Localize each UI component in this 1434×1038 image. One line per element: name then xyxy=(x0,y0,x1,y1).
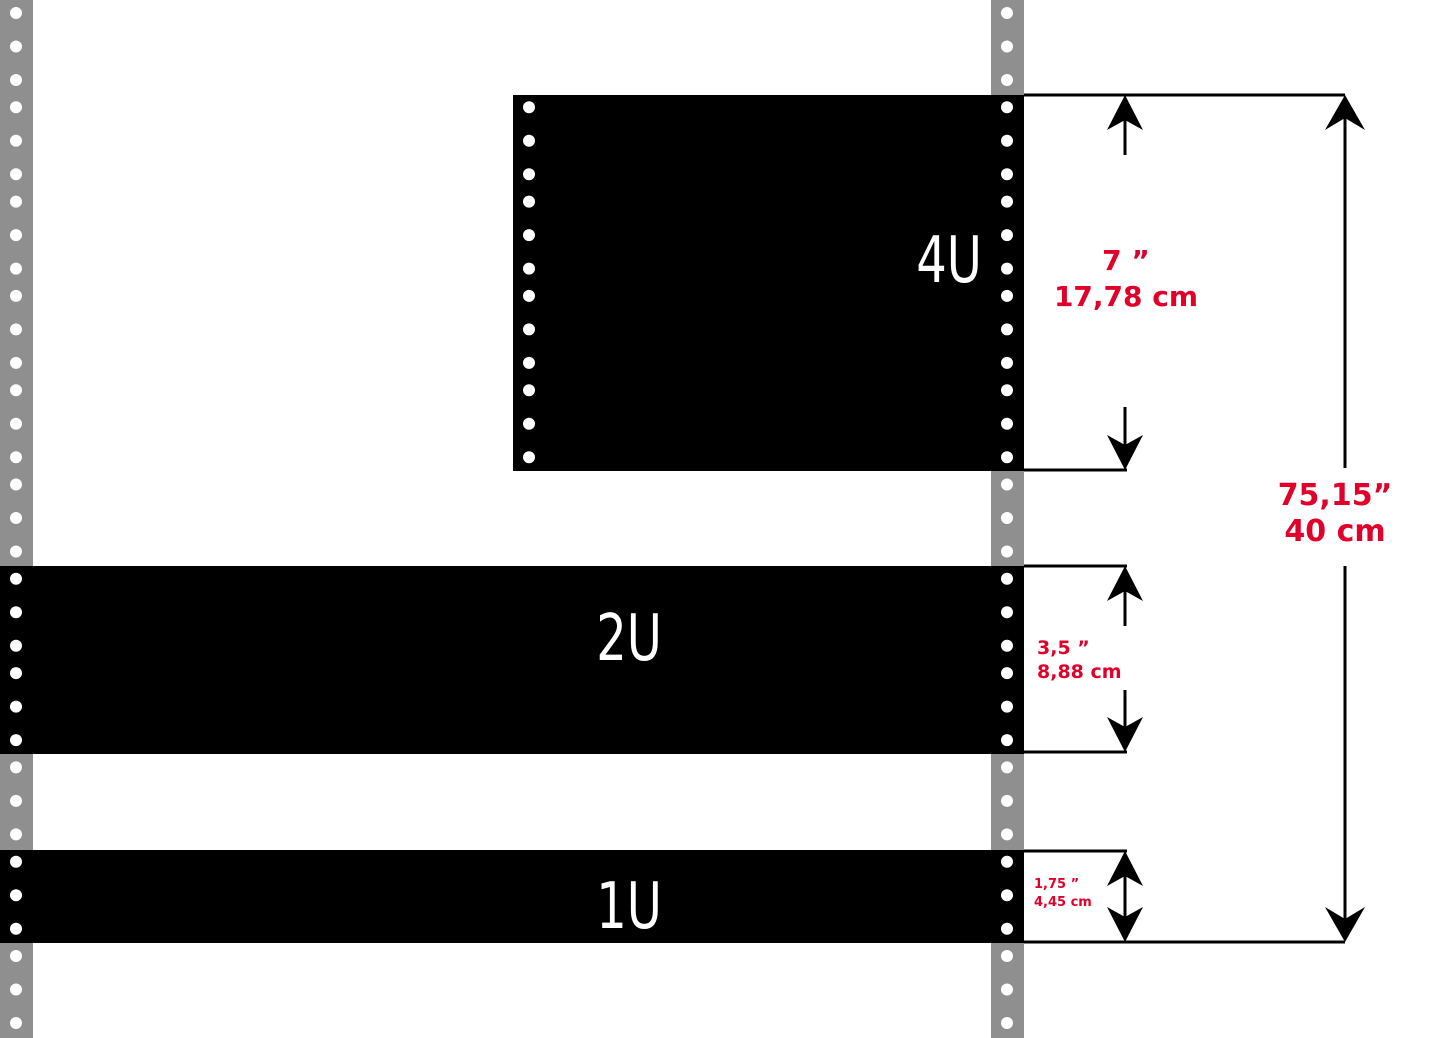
mounting-hole xyxy=(1001,168,1013,181)
mounting-hole xyxy=(10,828,22,841)
mounting-hole xyxy=(1001,289,1013,302)
mounting-hole xyxy=(10,889,22,902)
mounting-hole xyxy=(1001,229,1013,242)
mounting-hole xyxy=(523,134,535,147)
mounting-hole xyxy=(10,40,22,53)
mounting-hole xyxy=(1001,983,1013,996)
dim-1u-cm: 4,45 cm xyxy=(1034,895,1092,910)
label-4u: 4U xyxy=(916,223,982,298)
mounting-hole xyxy=(10,667,22,680)
mounting-hole xyxy=(1001,356,1013,369)
mounting-hole xyxy=(10,451,22,464)
mounting-holes xyxy=(10,7,1013,1029)
mounting-hole xyxy=(10,323,22,336)
mounting-hole xyxy=(1001,828,1013,841)
dim-2u-cm: 8,88 cm xyxy=(1037,661,1122,683)
dim-4u-cm: 17,78 cm xyxy=(1054,280,1198,313)
dim-2u-inches: 3,5 ” xyxy=(1037,637,1090,659)
mounting-hole xyxy=(1001,417,1013,430)
mounting-hole xyxy=(1001,734,1013,747)
mounting-hole xyxy=(10,101,22,114)
mounting-hole xyxy=(523,323,535,336)
mounting-hole xyxy=(10,512,22,524)
mounting-hole xyxy=(1001,700,1013,713)
mounting-hole xyxy=(1001,794,1013,807)
panel-2u xyxy=(0,566,1024,754)
mounting-hole xyxy=(10,700,22,713)
mounting-hole xyxy=(1001,572,1013,585)
mounting-hole xyxy=(1001,134,1013,147)
dim-4u-inches: 7 ” xyxy=(1102,244,1150,277)
mounting-hole xyxy=(10,134,22,147)
mounting-hole xyxy=(10,168,22,181)
mounting-hole xyxy=(523,229,535,242)
mounting-hole xyxy=(523,289,535,302)
mounting-hole xyxy=(523,262,535,275)
mounting-hole xyxy=(1001,74,1013,86)
mounting-hole xyxy=(10,229,22,242)
mounting-hole xyxy=(1001,855,1013,868)
mounting-hole xyxy=(10,74,22,86)
mounting-hole xyxy=(10,572,22,585)
mounting-hole xyxy=(10,1017,22,1029)
mounting-hole xyxy=(10,289,22,302)
mounting-hole xyxy=(10,195,22,208)
mounting-hole xyxy=(1001,323,1013,336)
mounting-hole xyxy=(1001,761,1013,774)
mounting-hole xyxy=(1001,512,1013,524)
mounting-hole xyxy=(1001,101,1013,114)
mounting-hole xyxy=(523,101,535,114)
mounting-hole xyxy=(10,639,22,652)
mounting-hole xyxy=(10,983,22,996)
mounting-hole xyxy=(1001,950,1013,962)
mounting-hole xyxy=(10,384,22,397)
dim-total-inches: 75,15” xyxy=(1278,478,1393,513)
mounting-hole xyxy=(1001,922,1013,935)
mounting-hole xyxy=(1001,667,1013,680)
label-2u: 2U xyxy=(596,601,662,676)
mounting-hole xyxy=(10,356,22,369)
mounting-hole xyxy=(10,922,22,935)
mounting-hole xyxy=(1001,195,1013,208)
mounting-hole xyxy=(1001,40,1013,53)
mounting-hole xyxy=(523,417,535,430)
mounting-hole xyxy=(10,262,22,275)
mounting-hole xyxy=(523,356,535,369)
mounting-hole xyxy=(10,855,22,868)
mounting-hole xyxy=(10,734,22,747)
mounting-hole xyxy=(1001,545,1013,558)
mounting-hole xyxy=(1001,606,1013,619)
mounting-hole xyxy=(1001,7,1013,19)
mounting-hole xyxy=(1001,262,1013,275)
mounting-hole xyxy=(1001,384,1013,397)
mounting-hole xyxy=(523,384,535,397)
mounting-hole xyxy=(10,761,22,774)
panel-4u xyxy=(513,95,1024,471)
mounting-hole xyxy=(1001,451,1013,464)
mounting-hole xyxy=(10,794,22,807)
mounting-hole xyxy=(523,168,535,181)
mounting-hole xyxy=(1001,1017,1013,1029)
panel-1u xyxy=(0,850,1024,943)
mounting-hole xyxy=(10,950,22,962)
mounting-hole xyxy=(10,417,22,430)
mounting-hole xyxy=(523,451,535,464)
mounting-hole xyxy=(10,478,22,491)
mounting-hole xyxy=(1001,639,1013,652)
mounting-hole xyxy=(1001,889,1013,902)
mounting-hole xyxy=(10,545,22,558)
dim-total-cm: 40 cm xyxy=(1284,514,1385,549)
mounting-hole xyxy=(10,606,22,619)
label-1u: 1U xyxy=(596,869,662,944)
mounting-hole xyxy=(10,7,22,19)
mounting-hole xyxy=(1001,478,1013,491)
mounting-hole xyxy=(523,195,535,208)
dim-1u-inches: 1,75 ” xyxy=(1034,877,1079,892)
dimension-lines xyxy=(1024,93,1365,944)
